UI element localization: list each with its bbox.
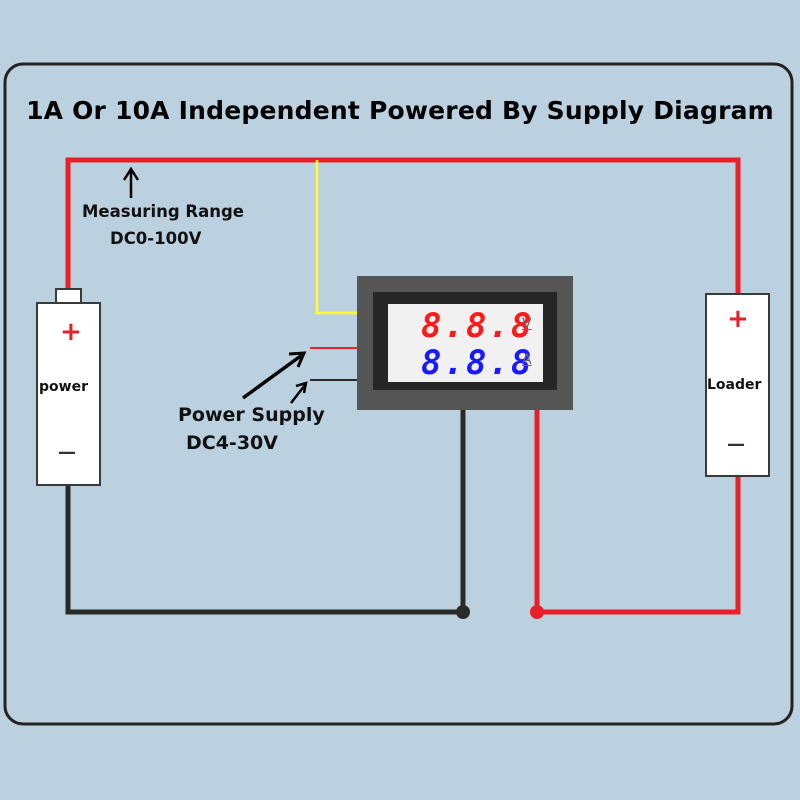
diagram-title: 1A Or 10A Independent Powered By Supply … bbox=[26, 96, 774, 125]
loader-plus-sign: + bbox=[727, 304, 749, 334]
power-supply-value: DC4-30V bbox=[186, 432, 278, 454]
arrow-power-supply-black bbox=[290, 381, 308, 404]
diagram-border bbox=[3, 62, 794, 726]
loader-label: Loader bbox=[707, 377, 762, 393]
arrow-measuring-range bbox=[122, 166, 140, 198]
battery-minus-sign: — bbox=[58, 442, 76, 463]
current-unit: A bbox=[522, 352, 532, 368]
power-supply-label: Power Supply bbox=[178, 404, 325, 426]
black-wire-bottom bbox=[65, 408, 466, 615]
red-wire-top bbox=[65, 157, 741, 294]
junction-black bbox=[456, 605, 470, 619]
junction-red bbox=[530, 605, 544, 619]
current-display: 8.8.8 bbox=[421, 343, 534, 383]
battery-plus-sign: + bbox=[60, 317, 82, 347]
voltage-unit: V bbox=[522, 316, 532, 332]
battery-label: power bbox=[39, 379, 88, 395]
voltage-display: 8.8.8 bbox=[421, 306, 534, 346]
loader-minus-sign: — bbox=[727, 434, 745, 455]
yellow-wire bbox=[315, 160, 361, 315]
meter-display bbox=[388, 304, 543, 382]
loader-box bbox=[705, 293, 770, 477]
red-wire-bottom bbox=[534, 408, 741, 615]
measuring-range-value: DC0-100V bbox=[110, 229, 202, 248]
measuring-range-label: Measuring Range bbox=[82, 202, 244, 221]
arrow-power-supply-red bbox=[241, 351, 307, 400]
power-battery bbox=[36, 302, 101, 486]
